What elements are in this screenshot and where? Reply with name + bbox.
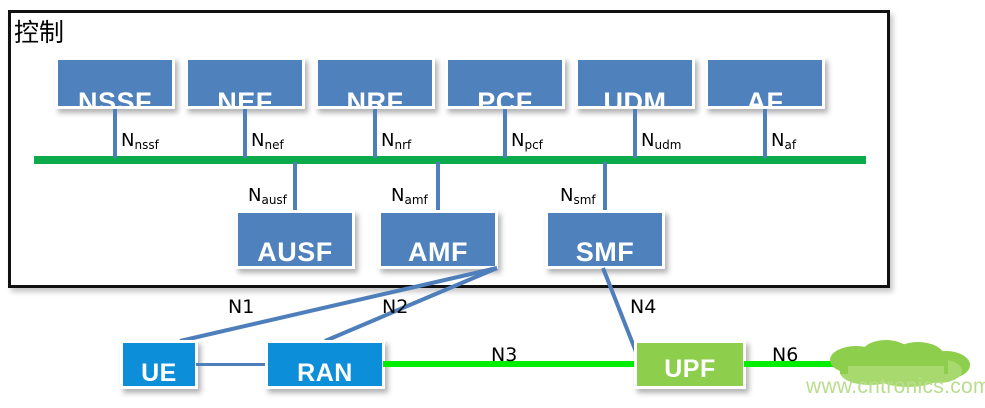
link-n6-upf-dn: [744, 361, 836, 367]
interface-label-pcf: Npcf: [511, 130, 543, 152]
interface-sub-smf: smf: [573, 193, 596, 207]
cloud-icon: [830, 340, 970, 387]
stub-udm: [633, 109, 637, 158]
interface-sub-nef: nef: [264, 138, 284, 152]
nf-label-nrf: NRF: [346, 87, 404, 109]
stub-ausf: [293, 162, 297, 212]
reference-label-n2: N2: [382, 296, 409, 318]
reference-label-n6: N6: [772, 344, 799, 366]
watermark: www.cntronics.com: [806, 375, 985, 398]
nf-label-af: AF: [746, 87, 784, 109]
stub-nrf: [373, 109, 377, 158]
nf-box-amf[interactable]: AMF: [378, 210, 498, 269]
interface-label-smf: Nsmf: [560, 185, 596, 207]
link-n3-ran-upf: [383, 361, 635, 367]
interface-sub-ausf: ausf: [261, 193, 287, 207]
stub-nef: [243, 109, 247, 158]
interface-letter-amf: N: [391, 185, 405, 206]
interface-letter-smf: N: [560, 185, 574, 206]
stub-smf: [603, 162, 607, 212]
interface-label-nrf: Nnrf: [381, 130, 412, 152]
interface-sub-af: af: [784, 138, 797, 152]
service-based-interface-bus: [34, 156, 866, 164]
reference-label-n1: N1: [228, 296, 255, 318]
interface-letter-nrf: N: [381, 130, 395, 151]
nf-label-smf: SMF: [575, 237, 635, 267]
stub-nssf: [113, 109, 117, 158]
interface-letter-af: N: [771, 130, 785, 151]
nf-box-nef[interactable]: NEF: [185, 57, 305, 109]
interface-sub-nrf: nrf: [394, 138, 412, 152]
nf-box-ausf[interactable]: AUSF: [235, 210, 355, 269]
nf-box-udm[interactable]: UDM: [575, 57, 695, 109]
nf-box-nssf[interactable]: NSSF: [55, 57, 175, 109]
nf-label-udm: UDM: [603, 87, 667, 109]
stub-pcf: [503, 109, 507, 158]
interface-label-udm: Nudm: [641, 130, 682, 152]
link-ue-ran: [196, 363, 266, 366]
interface-letter-ausf: N: [248, 185, 262, 206]
interface-letter-pcf: N: [511, 130, 525, 151]
interface-sub-pcf: pcf: [524, 138, 543, 152]
stub-af: [763, 109, 767, 158]
reference-label-n3: N3: [491, 344, 518, 366]
interface-sub-nssf: nssf: [134, 138, 159, 152]
nf-label-nssf: NSSF: [77, 87, 152, 109]
stub-amf: [436, 162, 440, 212]
nf-label-upf: UPF: [664, 355, 716, 383]
nf-box-ran[interactable]: RAN: [265, 340, 385, 389]
interface-label-amf: Namf: [391, 185, 428, 207]
control-plane-label: 控制: [14, 18, 65, 47]
nf-box-smf[interactable]: SMF: [545, 210, 665, 269]
interface-sub-amf: amf: [404, 193, 428, 207]
interface-letter-nef: N: [251, 130, 265, 151]
nf-label-nef: NEF: [217, 87, 273, 109]
interface-label-ausf: Nausf: [248, 185, 287, 207]
reference-label-n4: N4: [630, 296, 657, 318]
interface-label-nef: Nnef: [251, 130, 284, 152]
nf-box-nrf[interactable]: NRF: [315, 57, 435, 109]
nf-box-upf[interactable]: UPF: [634, 340, 746, 389]
nf-label-amf: AMF: [408, 237, 468, 267]
nf-box-af[interactable]: AF: [705, 57, 825, 109]
nf-label-ran: RAN: [297, 359, 353, 387]
interface-label-nssf: Nnssf: [121, 130, 159, 152]
nf-label-ue: UE: [141, 359, 177, 387]
nf-box-pcf[interactable]: PCF: [445, 57, 565, 109]
nf-label-pcf: PCF: [477, 87, 533, 109]
interface-sub-udm: udm: [654, 138, 682, 152]
interface-letter-nssf: N: [121, 130, 135, 151]
nf-box-ue[interactable]: UE: [120, 340, 198, 389]
interface-label-af: Naf: [771, 130, 797, 152]
nf-label-ausf: AUSF: [257, 237, 333, 267]
interface-letter-udm: N: [641, 130, 655, 151]
